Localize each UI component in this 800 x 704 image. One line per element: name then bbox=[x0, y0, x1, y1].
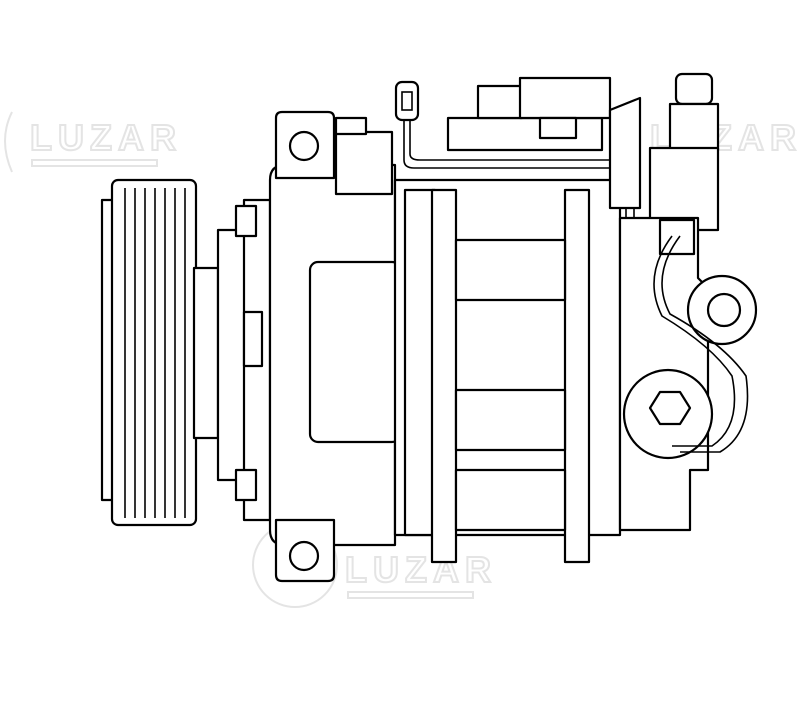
svg-text:LUZAR: LUZAR bbox=[345, 549, 497, 590]
pressure-sensor bbox=[608, 72, 720, 232]
front-housing bbox=[268, 110, 402, 583]
pulley bbox=[100, 178, 220, 527]
cylinder-body bbox=[393, 76, 622, 564]
clutch-hub bbox=[216, 198, 272, 522]
rear-head bbox=[618, 216, 758, 532]
svg-text:LUZAR: LUZAR bbox=[30, 117, 182, 158]
